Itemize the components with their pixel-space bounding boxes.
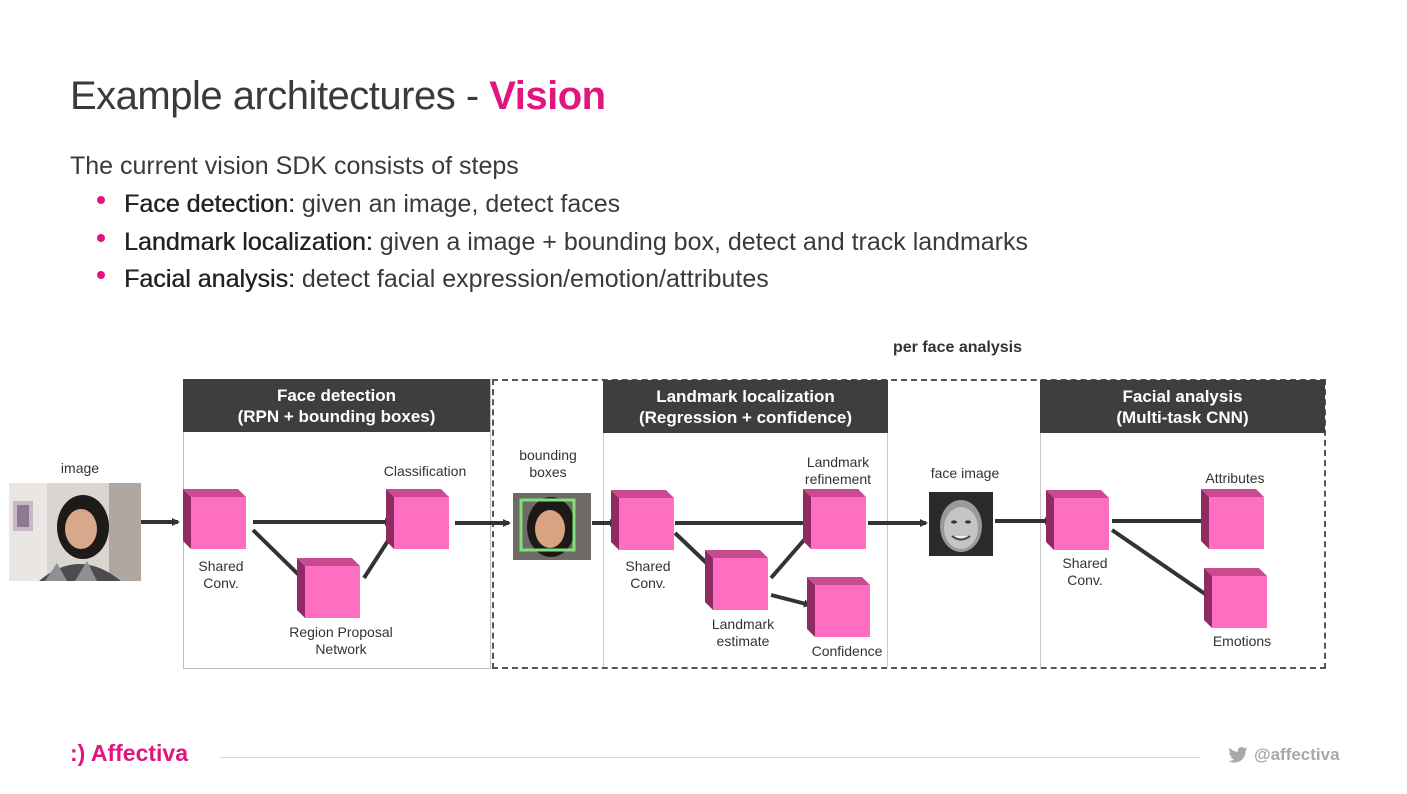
fa-shared-conv-label: Shared Conv. (1062, 555, 1108, 588)
rpn-label: Region Proposal Network (289, 624, 393, 657)
classification-cube (386, 489, 449, 549)
emotions-cube (1204, 568, 1267, 628)
attributes-label: Attributes (1205, 470, 1265, 486)
bounding-box-photo (513, 493, 591, 560)
bullet-text: given a image + bounding box, detect and… (372, 227, 1029, 256)
bullet-text: detect facial expression/emotion/attribu… (294, 265, 769, 293)
landmark-localization-header: Landmark localization (Regression + conf… (603, 380, 888, 433)
bullet-dot-icon (97, 196, 105, 204)
bullet-dot-icon (97, 233, 105, 242)
landmark-refinement-label: Landmark refinement (804, 454, 872, 487)
footer-divider (220, 757, 1200, 758)
bullet-list: Face detection: given an image, detect f… (97, 186, 1028, 299)
flow-arrow (1110, 528, 1213, 600)
face-detection-header: Face detection (RPN + bounding boxes) (183, 379, 490, 432)
per-face-analysis-label: per face analysis (893, 339, 1022, 356)
bullet-dot-icon (97, 271, 105, 279)
face-image-label: face image (930, 465, 1000, 481)
face-image-photo (929, 492, 993, 556)
face-detection-title: Face detection (276, 385, 397, 405)
landmark-estimate-cube (705, 550, 768, 610)
bullet-term: Face detection: (124, 190, 295, 218)
facial-analysis-subtitle: (Multi-task CNN) (1116, 407, 1249, 427)
fd-shared-conv-cube (183, 489, 246, 549)
ll-shared-conv-cube (611, 490, 674, 550)
emotions-label: Emotions (1212, 633, 1272, 649)
input-image-photo (9, 483, 141, 581)
divider-line (1040, 381, 1041, 667)
intro-text: The current vision SDK consists of steps (70, 152, 519, 180)
bullet-item: Landmark localization: given a image + b… (97, 224, 1028, 262)
fa-shared-conv-cube (1046, 490, 1109, 550)
bullet-term: Landmark localization: (124, 227, 373, 256)
face-detection-subtitle: (RPN + bounding boxes) (237, 406, 436, 426)
landmark-estimate-label: Landmark estimate (711, 616, 775, 649)
bullet-text: given an image, detect faces (294, 190, 621, 218)
bounding-boxes-label: bounding boxes (519, 447, 577, 480)
flow-arrow (251, 528, 306, 582)
facial-analysis-title: Facial analysis (1122, 386, 1243, 406)
landmark-localization-title: Landmark localization (656, 386, 835, 406)
landmark-localization-subtitle: (Regression + confidence) (638, 407, 853, 427)
classification-label: Classification (383, 463, 467, 479)
bullet-item: Face detection: given an image, detect f… (97, 186, 1028, 224)
bullet-item: Facial analysis: detect facial expressio… (97, 261, 1028, 299)
attributes-cube (1201, 489, 1264, 549)
title-prefix: Example architectures - (70, 74, 490, 118)
landmark-refinement-cube (803, 489, 866, 549)
rpn-cube (297, 558, 360, 618)
input-image-label: image (60, 460, 100, 476)
twitter-bird-icon (1228, 747, 1248, 763)
affectiva-logo: :) Affectiva (70, 740, 188, 766)
slide-title: Example architectures - Vision (70, 74, 606, 119)
bullet-term: Facial analysis: (124, 265, 295, 293)
facial-analysis-header: Facial analysis (Multi-task CNN) (1040, 380, 1325, 433)
ll-shared-conv-label: Shared Conv. (625, 558, 671, 591)
flow-arrow (770, 593, 812, 608)
confidence-label: Confidence (811, 643, 883, 659)
confidence-cube (807, 577, 870, 637)
twitter-handle: @affectiva (1254, 745, 1340, 764)
title-accent: Vision (489, 74, 606, 118)
fd-shared-conv-label: Shared Conv. (198, 558, 244, 591)
